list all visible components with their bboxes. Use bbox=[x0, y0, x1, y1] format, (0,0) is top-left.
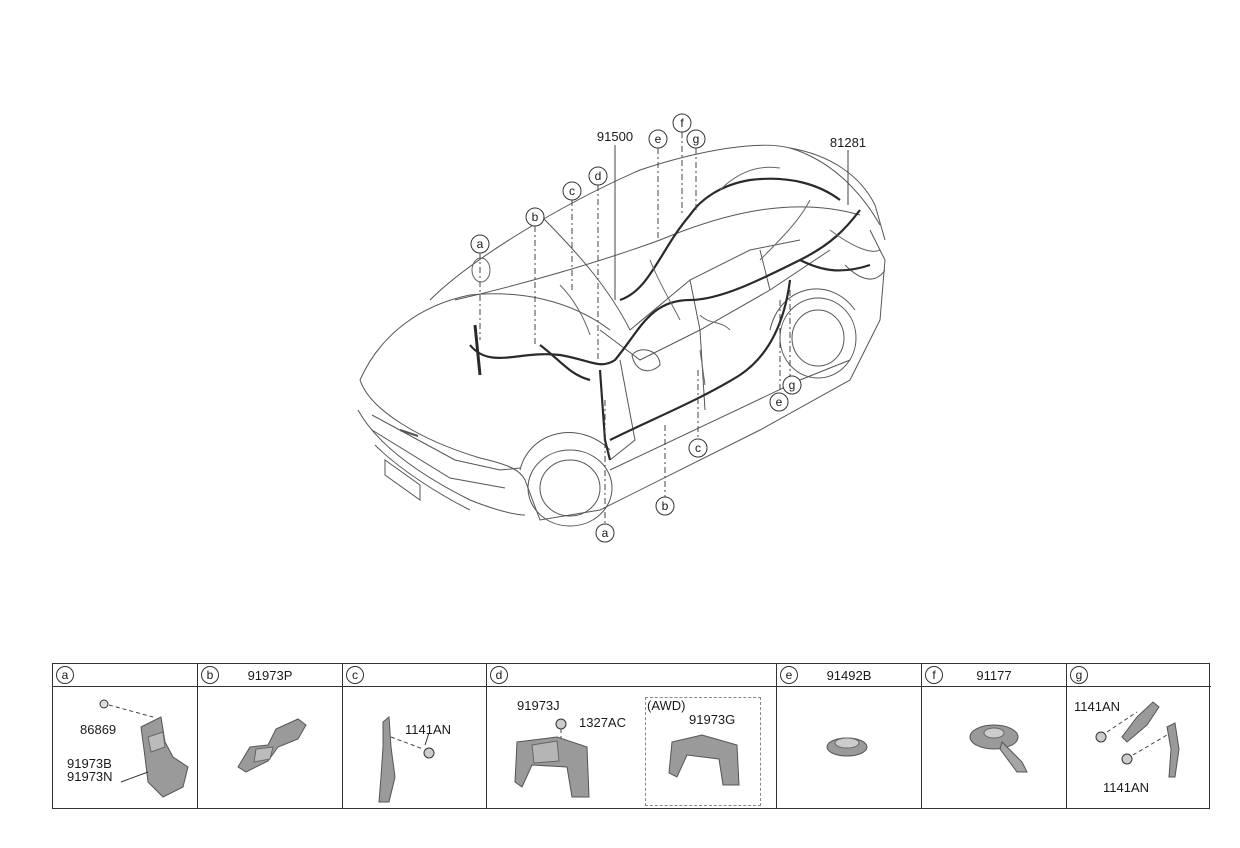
svg-text:a: a bbox=[602, 526, 609, 540]
detail-cell-header: f 91177 bbox=[922, 664, 1066, 687]
callout-a-zone bbox=[471, 257, 491, 283]
callout-e-top: e bbox=[648, 129, 668, 149]
callout-b-top: b bbox=[525, 207, 545, 227]
svg-text:d: d bbox=[595, 169, 602, 183]
svg-text:c: c bbox=[569, 184, 575, 198]
svg-text:g: g bbox=[693, 132, 700, 146]
detail-cell-c: c 1141AN bbox=[343, 664, 487, 808]
bracket-illustration-d bbox=[514, 718, 740, 798]
part-label-91973P: 91973P bbox=[247, 668, 293, 683]
callout-a-top: a bbox=[470, 234, 490, 254]
detail-cell-d: d 91973J 1327AC (AWD) 91973G bbox=[487, 664, 777, 808]
detail-letter-a: a bbox=[56, 666, 74, 684]
bracket-illustration-a bbox=[99, 699, 189, 798]
wiring-harness bbox=[469, 177, 871, 461]
detail-letter-c: c bbox=[346, 666, 364, 684]
detail-cell-header: c bbox=[343, 664, 486, 687]
svg-text:c: c bbox=[695, 441, 701, 455]
part-label-91973G: 91973G bbox=[689, 712, 736, 727]
part-label-1141AN-lower: 1141AN bbox=[1103, 780, 1150, 795]
callout-b-bottom: b bbox=[655, 496, 675, 516]
callout-a-bottom: a bbox=[595, 523, 615, 543]
bracket-illustration-b bbox=[237, 718, 307, 773]
wiring-harness-diagram: a b c d e f g a b c g e 91 bbox=[357, 113, 886, 543]
part-leader-lines bbox=[614, 145, 849, 300]
part-label-91492B: 91492B bbox=[826, 668, 872, 683]
detail-cell-header: d bbox=[487, 664, 776, 687]
svg-text:b: b bbox=[532, 210, 539, 224]
detail-letter-g: g bbox=[1070, 666, 1088, 684]
detail-cell-header: a bbox=[53, 664, 197, 687]
part-label-91973B: 91973B bbox=[67, 756, 112, 771]
part-label-91973N: 91973N bbox=[67, 769, 113, 784]
parts-detail-table: a 86869 91973B 91973N b 91973P c 1141AN bbox=[52, 663, 1211, 809]
detail-cell-a: a 86869 91973B 91973N bbox=[53, 664, 198, 808]
detail-letter-f: f bbox=[925, 666, 943, 684]
part-label-1327AC: 1327AC bbox=[579, 715, 626, 730]
detail-cell-header: e 91492B bbox=[777, 664, 921, 687]
callout-g-top: g bbox=[686, 129, 706, 149]
part-label-86869: 86869 bbox=[80, 722, 117, 737]
detail-letter-e: e bbox=[780, 666, 798, 684]
harness-thin-branches bbox=[559, 166, 881, 386]
detail-cell-header: g bbox=[1067, 664, 1211, 687]
car-body-outline bbox=[357, 144, 886, 527]
awd-variant-label: (AWD) bbox=[647, 698, 686, 713]
callout-f-top: f bbox=[672, 113, 692, 133]
part-label-1141AN-upper: 1141AN bbox=[1074, 699, 1121, 714]
detail-letter-b: b bbox=[201, 666, 219, 684]
svg-text:b: b bbox=[662, 499, 669, 513]
svg-text:a: a bbox=[477, 237, 484, 251]
awd-variant-box bbox=[645, 697, 761, 806]
detail-cell-b: b 91973P bbox=[198, 664, 343, 808]
clip-illustration-g bbox=[1095, 701, 1180, 778]
callout-g-bottom: g bbox=[782, 375, 802, 395]
main-harness-part-number: 91500 bbox=[597, 129, 633, 144]
svg-text:g: g bbox=[789, 378, 796, 392]
callout-e-bottom: e bbox=[769, 392, 789, 412]
callout-c-top: c bbox=[562, 181, 582, 201]
detail-cell-g: g 1141AN 1141AN bbox=[1067, 664, 1211, 808]
part-label-91177: 91177 bbox=[976, 668, 1012, 683]
grommet-illustration-e bbox=[826, 737, 868, 757]
grommet-illustration-f bbox=[969, 724, 1028, 773]
detail-letter-d: d bbox=[490, 666, 508, 684]
svg-text:e: e bbox=[655, 132, 662, 146]
rear-harness-part-number: 81281 bbox=[830, 135, 866, 150]
detail-cell-e: e 91492B bbox=[777, 664, 922, 808]
detail-cell-f: f 91177 bbox=[922, 664, 1067, 808]
part-label-1141AN: 1141AN bbox=[405, 722, 452, 737]
callout-d-top: d bbox=[588, 166, 608, 186]
clip-illustration-c bbox=[378, 715, 435, 803]
callout-leader-lines bbox=[479, 132, 791, 523]
detail-cell-header: b 91973P bbox=[198, 664, 342, 687]
svg-text:e: e bbox=[776, 395, 783, 409]
part-label-91973J: 91973J bbox=[517, 698, 560, 713]
svg-text:f: f bbox=[680, 116, 684, 130]
callout-c-bottom: c bbox=[688, 438, 708, 458]
